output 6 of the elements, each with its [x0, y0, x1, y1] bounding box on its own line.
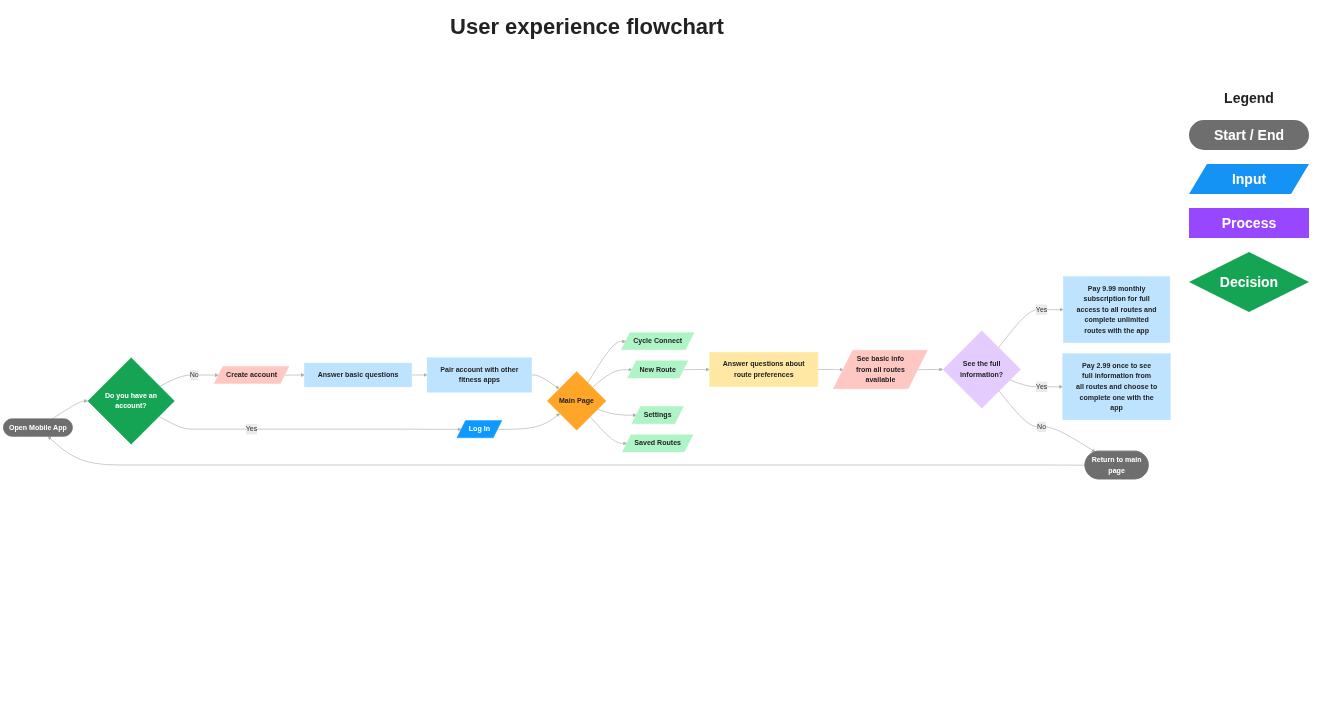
legend-heading: Legend [1224, 90, 1274, 106]
legend-swatch: Start / End [1189, 120, 1309, 150]
legend-swatch: Decision [1189, 252, 1309, 312]
legend-swatch: Process [1189, 208, 1309, 238]
legend-swatch: Input [1189, 164, 1309, 194]
diagram-title: User experience flowchart [450, 14, 724, 40]
